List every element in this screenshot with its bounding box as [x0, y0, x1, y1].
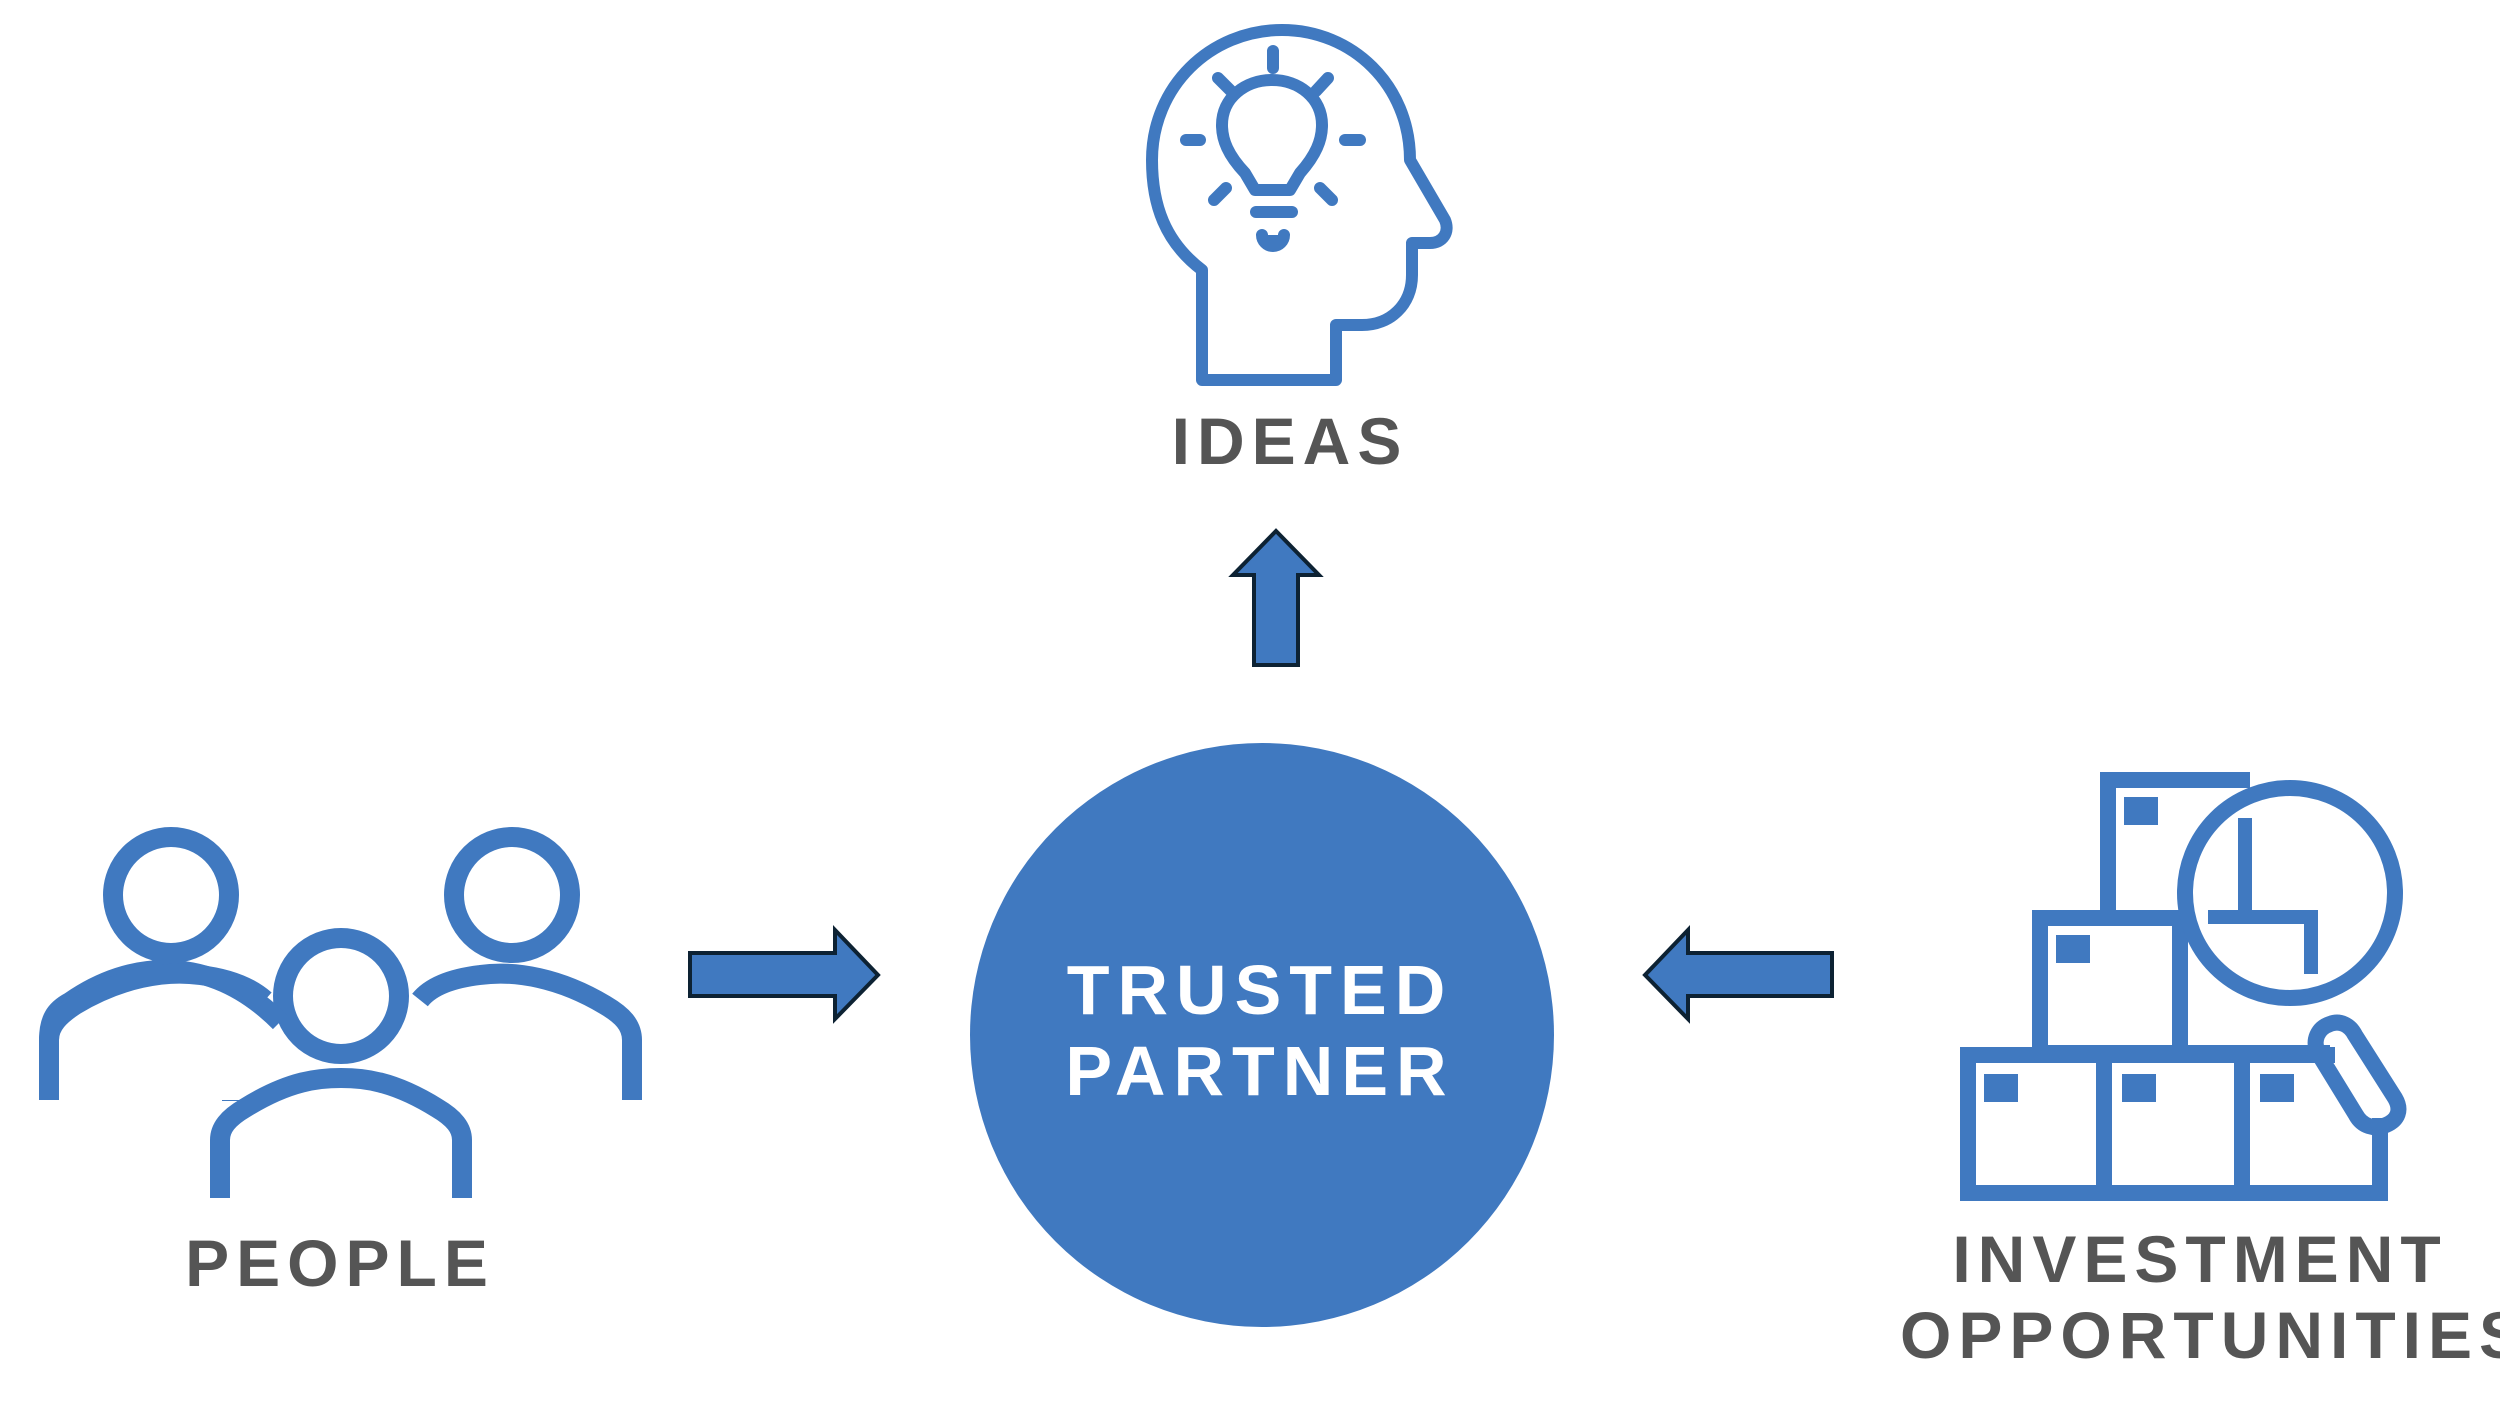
ideas-label: IDEAS [1171, 404, 1409, 478]
head-lightbulb-icon [1146, 24, 1453, 386]
arrow-left-icon [1642, 925, 1834, 1024]
arrow-up-icon [1228, 528, 1324, 667]
investment-opportunities-label: INVESTMENT OPPORTUNITIES [1900, 1222, 2500, 1374]
investment-label-line2: OPPORTUNITIES [1900, 1297, 2500, 1372]
arrow-right-icon [688, 925, 881, 1024]
trusted-partner-label: TRUSTED PARTNER [1000, 950, 1520, 1111]
investment-label-line1: INVESTMENT [1952, 1222, 2448, 1296]
boxes-magnifier-icon [1960, 772, 2407, 1201]
trusted-partner-circle [970, 743, 1554, 1327]
center-label-line1: TRUSTED [1066, 951, 1454, 1029]
people-label: PEOPLE [185, 1226, 495, 1300]
center-label-line2: PARTNER [1065, 1031, 1455, 1110]
people-group-icon [39, 827, 642, 1198]
